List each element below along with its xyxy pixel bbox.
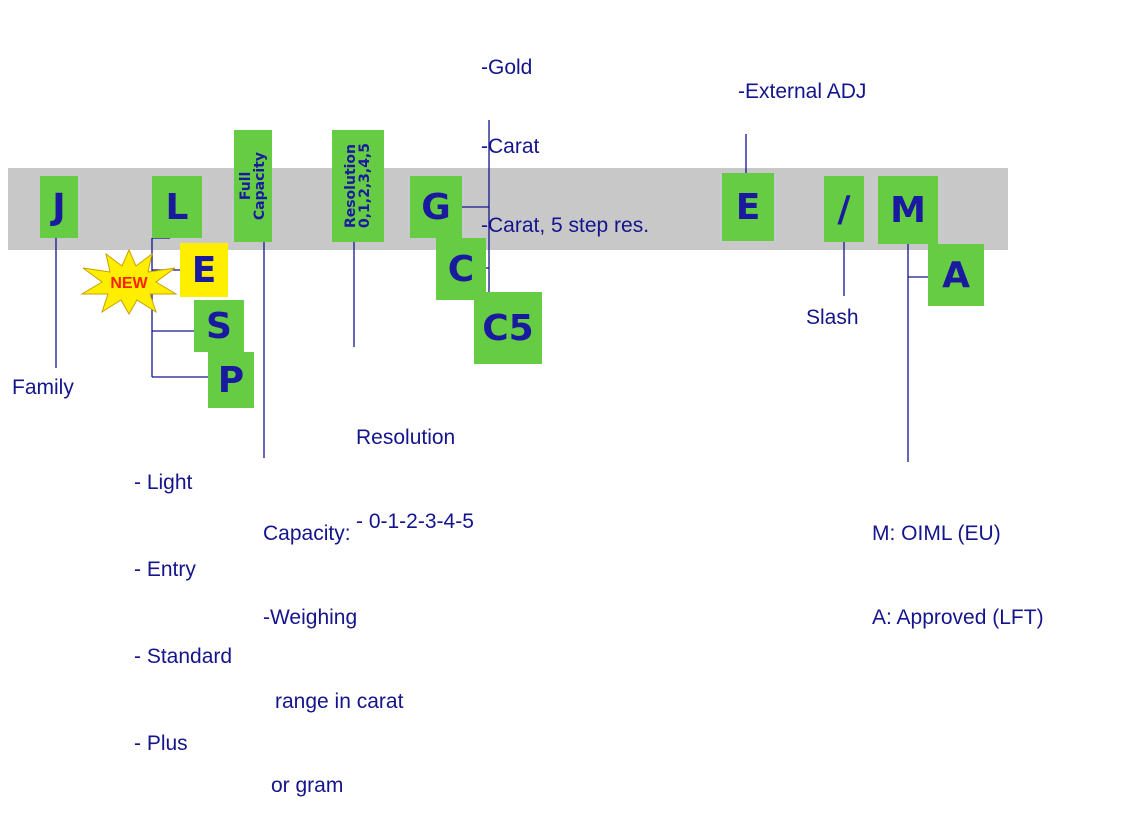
resolution-label: Resolution - 0-1-2-3-4-5 [356,368,474,564]
entry-code-box: E [180,243,228,297]
capacity-box: Full Capacity [234,130,272,242]
slash-label: Slash [806,306,859,329]
capacity-text: Full Capacity [238,151,268,221]
resolution-title: Resolution [356,426,456,449]
family-label: Family [12,376,74,399]
carat-code-box: C [436,238,486,300]
gold-code-box: G [410,176,462,238]
approved-code-box: A [928,244,984,306]
variant-carat: -Carat [481,135,540,158]
level-light: - Light [134,471,193,494]
resolution-text: Resolution 0,1,2,3,4,5 [343,143,373,229]
approval-lft: A: Approved (LFT) [872,606,1044,629]
standard-code-box: S [194,300,244,352]
variant-carat5: -Carat, 5 step res. [481,214,650,237]
light-code-box: L [152,176,202,238]
plus-code-box: P [208,352,254,408]
variant-gold: -Gold [481,56,533,79]
oiml-code-box: M [878,176,938,244]
capacity-title: Capacity: [263,522,351,545]
capacity-line-3: or gram [271,774,344,797]
capacity-line-1: -Weighing [263,606,358,629]
new-badge-text: NEW [110,275,148,292]
family-code-box: J [40,176,78,238]
external-code-box: E [722,173,774,241]
resolution-box: Resolution 0,1,2,3,4,5 [332,130,384,242]
slash-code-box: / [824,176,864,242]
level-entry: - Entry [134,558,196,581]
capacity-line-2: range in carat [275,690,404,713]
external-label: -External ADJ [738,80,867,103]
approval-oiml: M: OIML (EU) [872,522,1001,545]
resolution-values: - 0-1-2-3-4-5 [356,510,474,533]
variants-list: -Gold -Carat -Carat, 5 step res. [481,8,649,262]
levels-list: - Light - Entry - Standard - Plus [134,410,232,787]
level-plus: - Plus [134,732,188,755]
level-standard: - Standard [134,645,233,668]
new-starburst-icon: NEW [80,248,178,316]
approval-label: M: OIML (EU) A: Approved (LFT) [872,464,1044,660]
carat5-code-box: C5 [474,292,542,364]
